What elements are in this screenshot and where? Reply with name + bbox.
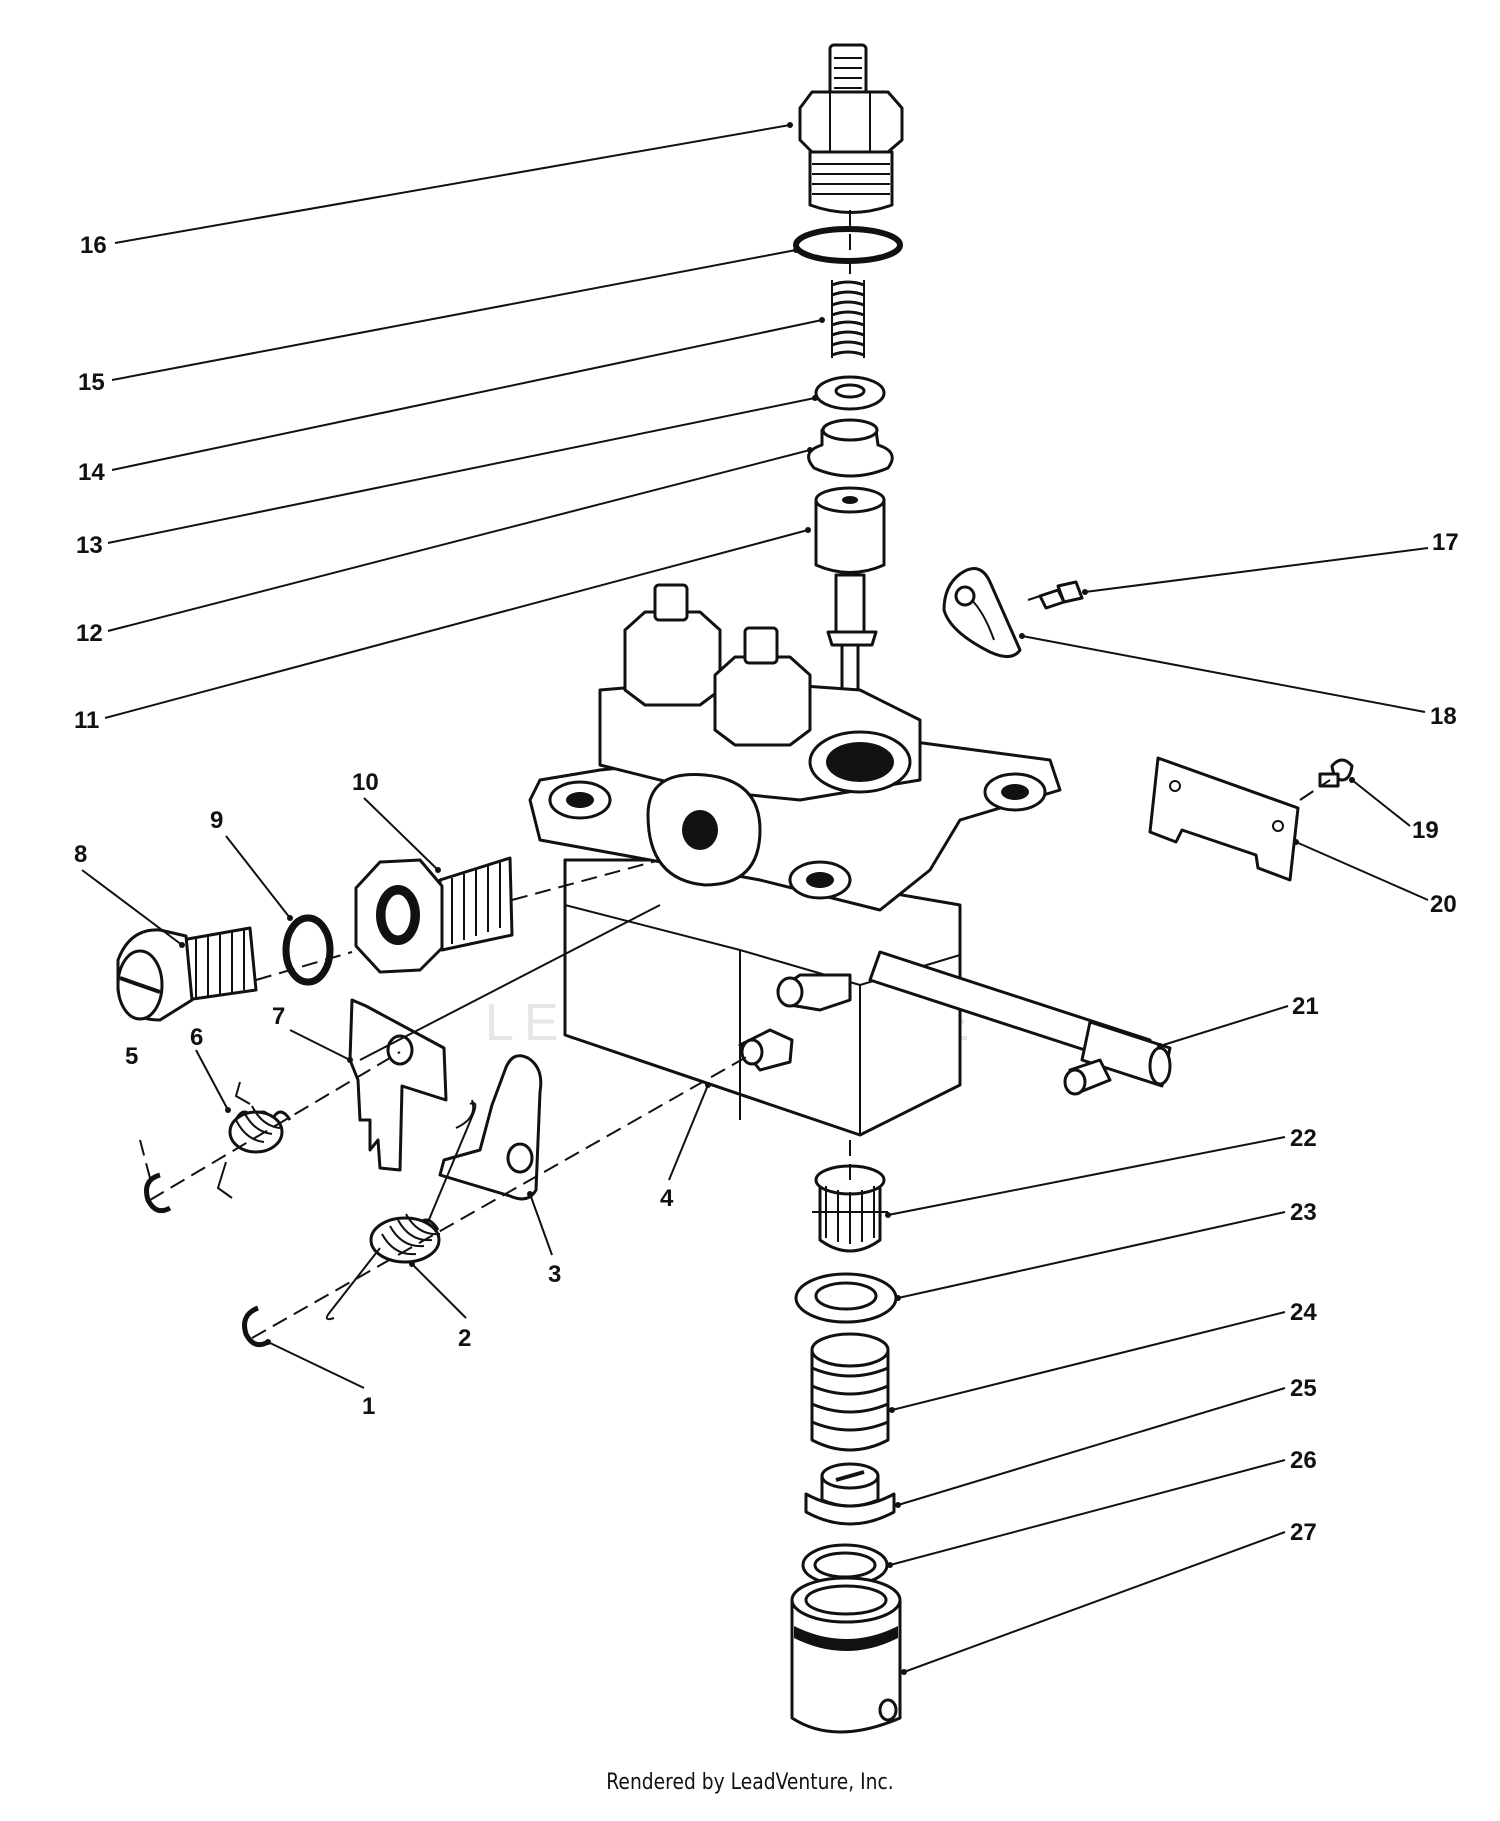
callout-22: 22 xyxy=(1290,1125,1317,1152)
callout-10: 10 xyxy=(352,769,379,796)
part-plunger-spring xyxy=(810,1332,890,1452)
callout-20: 20 xyxy=(1430,891,1457,918)
callout-19: 19 xyxy=(1412,817,1439,844)
part-lever-plate xyxy=(348,998,448,1172)
part-banjo-fitting xyxy=(354,856,514,974)
callout-12: 12 xyxy=(76,620,103,647)
part-bracket xyxy=(942,567,1022,658)
callout-15: 15 xyxy=(78,369,105,396)
part-governor-lever xyxy=(438,1054,543,1201)
part-cover-plate xyxy=(1148,756,1300,882)
part-delivery-valve xyxy=(807,418,894,478)
callout-7: 7 xyxy=(272,1003,285,1030)
callout-4: 4 xyxy=(660,1185,674,1212)
callout-14: 14 xyxy=(78,459,105,486)
part-small-screw xyxy=(1038,580,1084,610)
callout-3: 3 xyxy=(548,1261,561,1288)
part-sealing-washer xyxy=(282,914,334,986)
callout-24: 24 xyxy=(1290,1299,1317,1326)
callout-26: 26 xyxy=(1290,1447,1317,1474)
callout-13: 13 xyxy=(76,532,103,559)
part-small-spring xyxy=(216,1081,292,1199)
callout-1: 1 xyxy=(362,1393,375,1420)
part-valve-spring xyxy=(831,280,865,358)
part-slotted-screw xyxy=(116,926,258,1022)
part-retaining-clip-lower xyxy=(242,1305,270,1348)
callout-9: 9 xyxy=(210,807,223,834)
part-delivery-valve-holder xyxy=(798,43,904,214)
part-plate-screw xyxy=(1318,758,1354,788)
callout-labels: 16 15 14 13 12 11 17 18 19 20 21 22 23 2… xyxy=(74,232,1459,1546)
part-shim-ring xyxy=(801,1543,889,1587)
callout-21: 21 xyxy=(1292,993,1319,1020)
part-o-ring xyxy=(793,226,903,264)
assembly-axis-lines xyxy=(139,210,1331,1339)
callout-25: 25 xyxy=(1290,1375,1317,1402)
callout-2: 2 xyxy=(458,1325,471,1352)
footer-credit: Rendered by LeadVenture, Inc. xyxy=(606,1770,894,1795)
part-control-rod xyxy=(868,950,1172,1096)
leader-lines xyxy=(81,122,1429,1675)
part-spring-seat xyxy=(804,1462,896,1526)
callout-16: 16 xyxy=(80,232,107,259)
part-pump-body xyxy=(528,583,1062,1137)
part-governor-spring xyxy=(325,1102,477,1321)
callout-18: 18 xyxy=(1430,703,1457,730)
part-tappet xyxy=(790,1576,902,1734)
callout-8: 8 xyxy=(74,841,87,868)
callout-17: 17 xyxy=(1432,529,1459,556)
part-valve-seat-plunger xyxy=(814,486,886,717)
callout-6: 6 xyxy=(190,1024,203,1051)
part-washer xyxy=(814,375,886,411)
callout-23: 23 xyxy=(1290,1199,1317,1226)
callout-11: 11 xyxy=(74,707,99,734)
callout-27: 27 xyxy=(1290,1519,1317,1546)
part-retaining-clip-upper xyxy=(144,1172,172,1214)
callout-5: 5 xyxy=(125,1043,138,1070)
part-lower-washer xyxy=(794,1272,898,1324)
